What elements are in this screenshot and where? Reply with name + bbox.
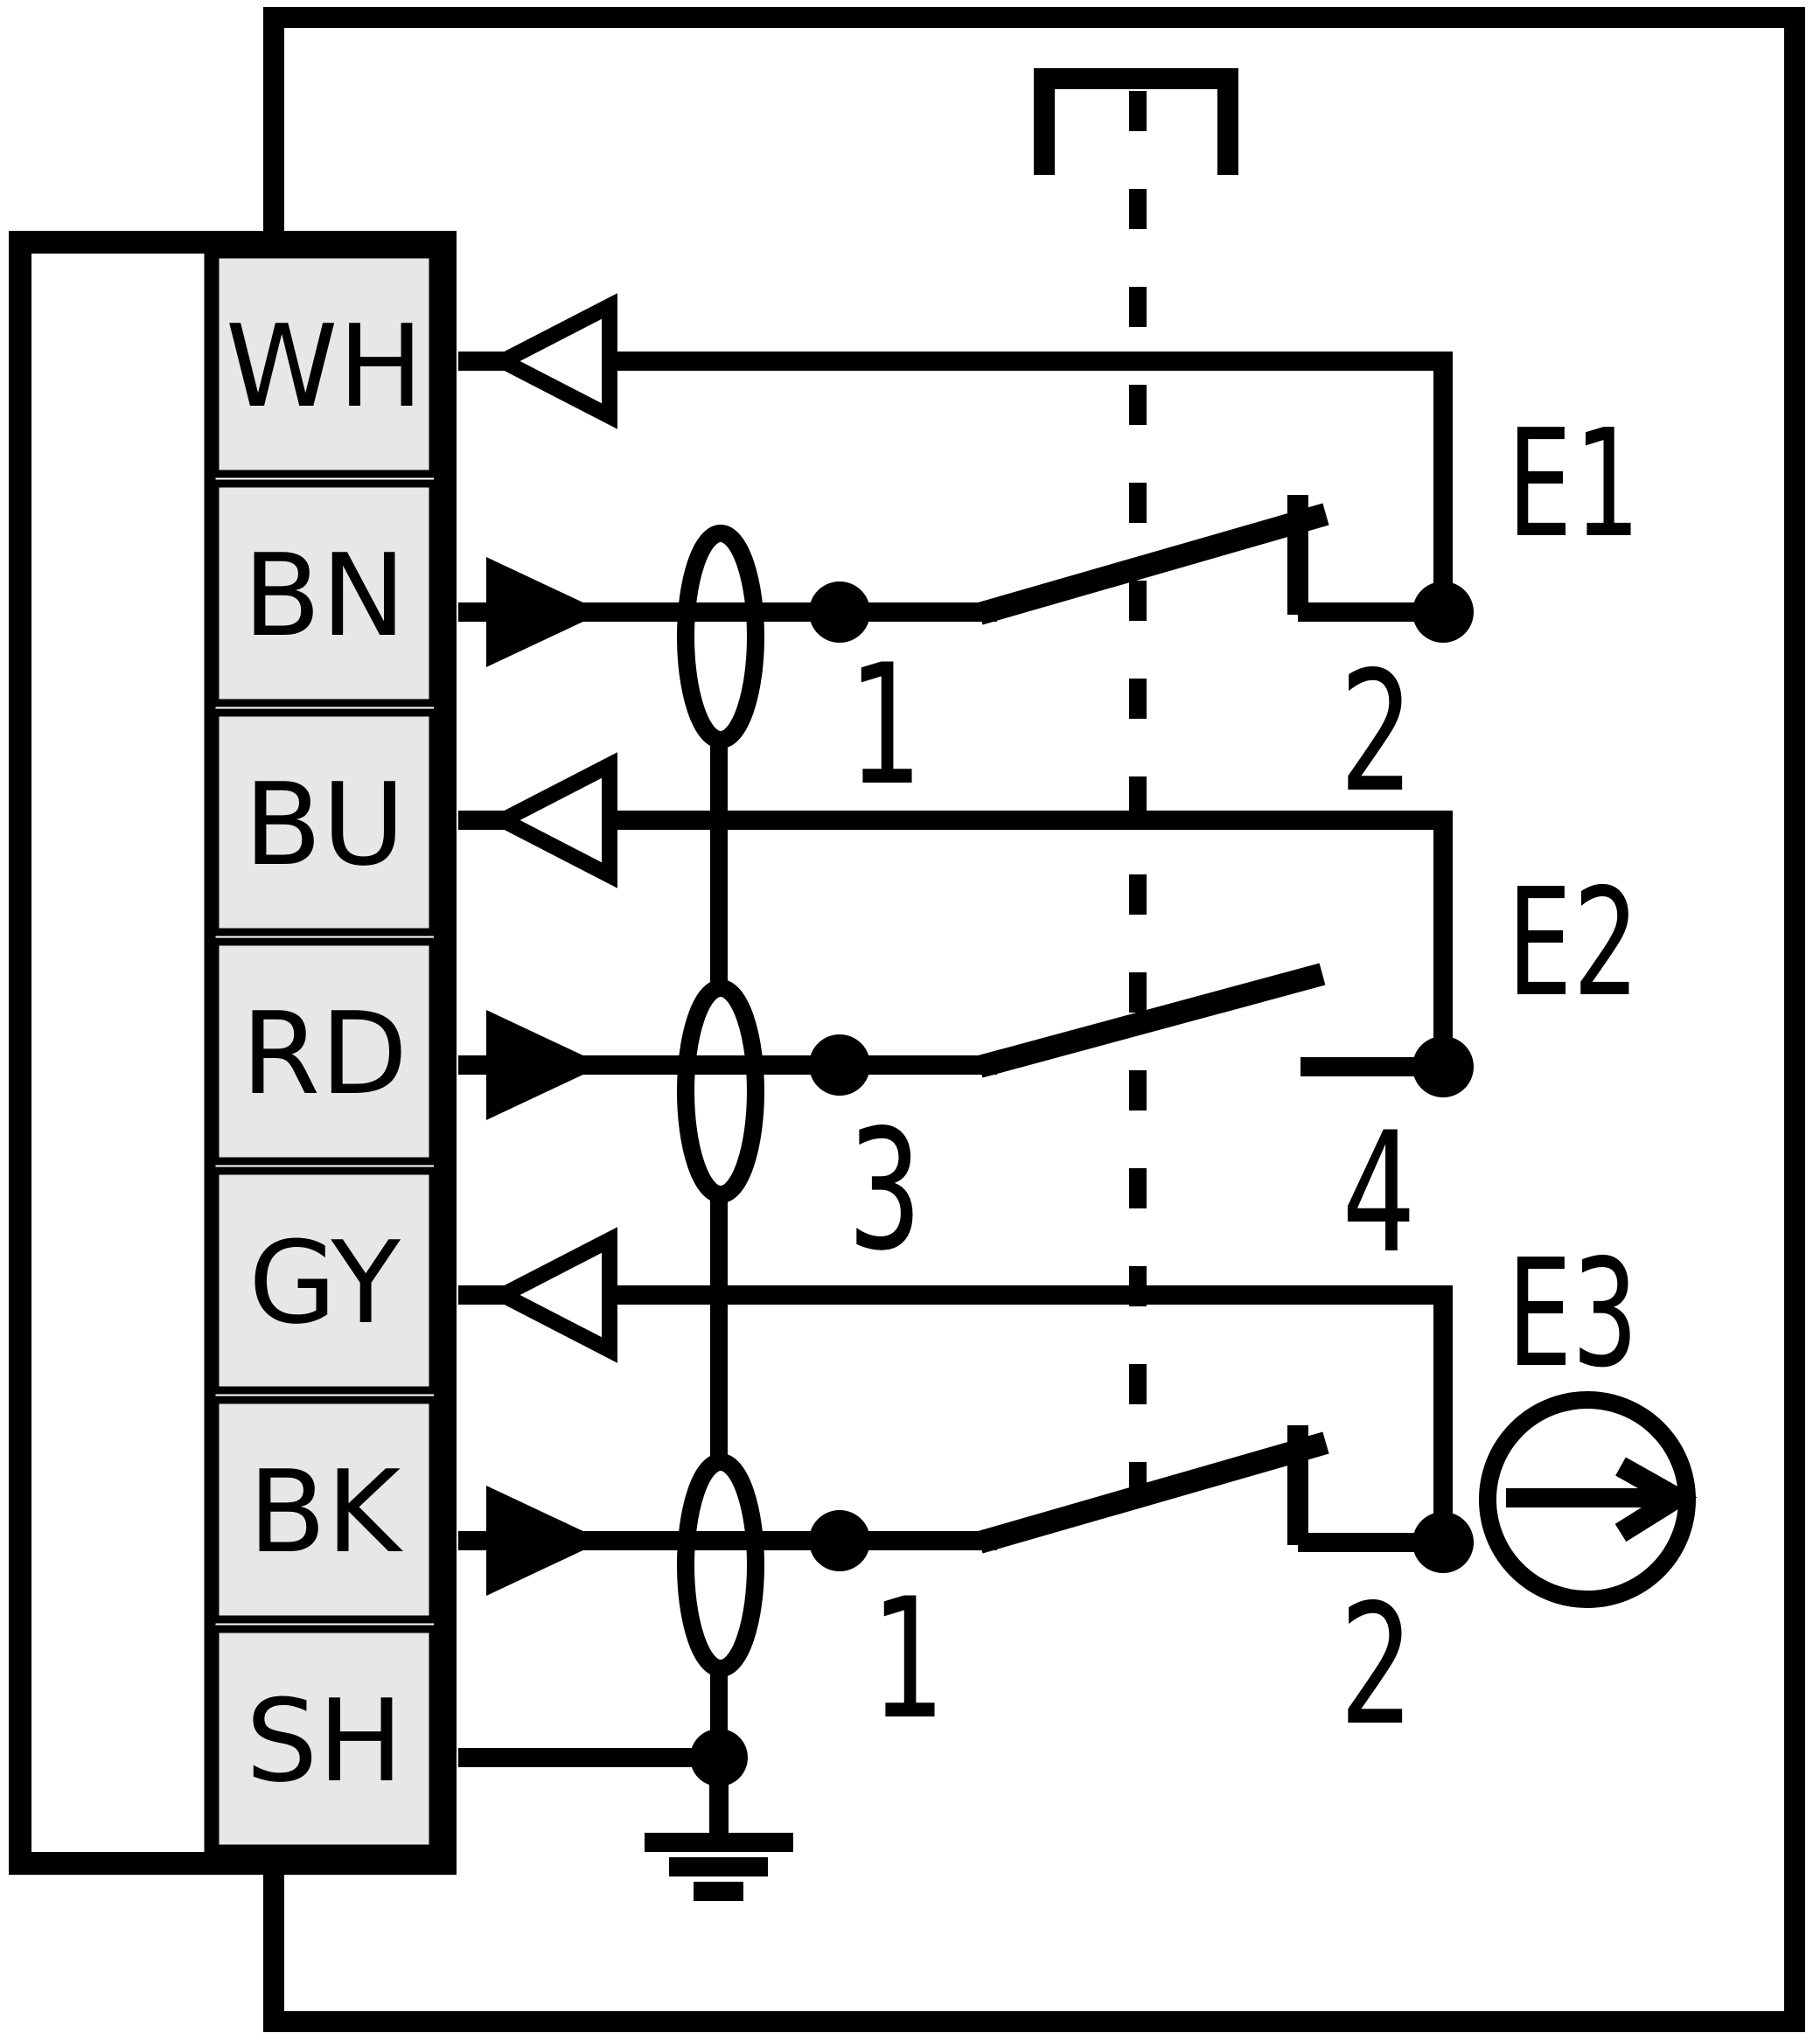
terminal-label-gy: GY (248, 1216, 401, 1349)
switch-e3 (809, 1425, 1474, 1573)
input-signal-arrow-icon (486, 557, 603, 667)
junction-dot (1412, 581, 1474, 643)
junction-dot (809, 581, 870, 643)
switch-label-e3: E3 (1507, 1228, 1638, 1401)
junction-dot (1412, 1512, 1474, 1573)
switch-e1 (809, 495, 1474, 643)
contact-number-e2-3: 3 (848, 1094, 922, 1287)
input-signal-arrow-icon (486, 1010, 603, 1120)
terminal-label-bk: BK (248, 1445, 403, 1578)
terminal-block: WH BN BU RD GY BK SH (9, 231, 457, 1875)
terminal-cell-bn (211, 479, 437, 707)
junction-dot (809, 1034, 870, 1096)
terminal-cell-wh (211, 250, 437, 478)
switch-label-e2: E2 (1507, 857, 1638, 1030)
cable-shield-oval-icon (677, 1453, 764, 1677)
output-signal-arrow-icon (485, 752, 617, 888)
contact-number-e1-2: 2 (1339, 636, 1412, 829)
output-signal-arrow-icon (485, 293, 617, 429)
switch-blade (976, 1431, 1329, 1554)
cable-shield-oval-icon (677, 979, 764, 1203)
wire-gy-e3 (458, 1285, 1453, 1542)
contact-number-e1-1: 1 (847, 629, 920, 822)
terminal-label-bu: BU (244, 758, 405, 891)
contact-number-e3-1: 1 (869, 1563, 943, 1756)
junction-dot (1412, 1036, 1474, 1097)
plug-connector-icon (1034, 68, 1238, 175)
contact-number-e3-2: 2 (1339, 1569, 1412, 1762)
switch-blade (976, 963, 1326, 1078)
terminal-label-rd: RD (241, 987, 408, 1120)
terminal-label-bn: BN (243, 529, 406, 662)
terminal-cell-sh (211, 1625, 437, 1853)
junction-dot (809, 1510, 870, 1571)
input-signal-arrow-icon (486, 1486, 603, 1596)
terminal-cell-bu (211, 708, 437, 936)
output-drive-icon (1479, 1391, 1698, 1608)
output-signal-arrow-icon (485, 1227, 617, 1363)
wire-bu-e2 (458, 811, 1453, 1067)
drive-arrow-head (1614, 1457, 1698, 1542)
shield-junction-dot (690, 1729, 748, 1786)
switch-blade (976, 503, 1329, 625)
cable-shield-oval-icon (677, 525, 764, 748)
terminal-cell-gy (211, 1166, 437, 1395)
contact-number-e2-4: 4 (1342, 1097, 1415, 1290)
wire-wh-e1 (458, 352, 1453, 612)
switch-e2 (809, 963, 1474, 1097)
switch-label-e1: E1 (1507, 398, 1638, 571)
terminal-label-sh: SH (246, 1674, 403, 1807)
terminal-cell-rd (211, 937, 437, 1166)
terminal-label-wh: WH (226, 300, 423, 433)
terminal-cell-bk (211, 1396, 437, 1624)
